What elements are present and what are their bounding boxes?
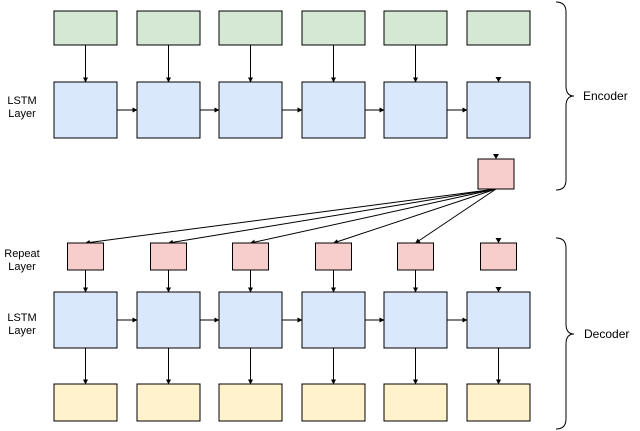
encoder-lstm-cell-2 <box>136 81 201 139</box>
encoder-lstm-cell-3 <box>218 81 283 139</box>
encoder-lstm-cell-4 <box>301 81 366 139</box>
vector-to-repeat-arrow-3 <box>250 188 497 245</box>
encoded-vector-marker <box>493 154 499 159</box>
encoder-brace <box>555 1 575 191</box>
repeat-box-3 <box>232 242 269 271</box>
decoder-lstm-cell-2 <box>136 291 201 349</box>
repeat-label-line1: Repeat <box>4 248 40 260</box>
input-box-4 <box>301 10 366 46</box>
decoder-label: Decoder <box>584 327 630 341</box>
decoder-lstm-label-line2: Layer <box>8 325 36 337</box>
decoder-lstm-cell-3 <box>218 291 283 349</box>
decoder-lstm-cell-6 <box>466 291 531 349</box>
repeat-last-marker <box>495 238 502 243</box>
input-box-3 <box>218 10 283 46</box>
output-box-2 <box>136 383 201 422</box>
decoder-lstm-cell-1 <box>53 291 118 349</box>
decoder-brace <box>555 237 575 430</box>
output-box-6 <box>466 383 531 422</box>
vector-to-repeat-arrow-2 <box>168 188 497 245</box>
repeat-layer-label: Repeat Layer <box>0 248 44 274</box>
input-box-1 <box>53 10 118 46</box>
output-box-5 <box>383 383 448 422</box>
encoder-label: Encoder <box>583 89 628 103</box>
repeat-box-6 <box>480 242 517 271</box>
decoder-lstm-cell-5 <box>383 291 448 349</box>
vector-to-repeat-arrow-4 <box>333 188 497 244</box>
repeat-box-1 <box>67 242 104 271</box>
input-box-5 <box>383 10 448 46</box>
vector-to-repeat-arrow-1 <box>85 188 497 245</box>
input-box-6 <box>466 10 531 46</box>
repeat-box-2 <box>150 242 187 271</box>
encoded-vector-box <box>477 158 515 190</box>
repeat-box-5 <box>397 242 434 271</box>
encoder-lstm-label: LSTM Layer <box>2 95 42 121</box>
output-box-1 <box>53 383 118 422</box>
decoder-lstm-label-line1: LSTM <box>7 312 37 324</box>
decoder-last-input-marker <box>495 287 502 292</box>
decoder-lstm-cell-4 <box>301 291 366 349</box>
vector-to-repeat-arrow-5 <box>415 188 497 244</box>
encoder-lstm-cell-6 <box>466 81 531 139</box>
encoder-lstm-cell-5 <box>383 81 448 139</box>
decoder-lstm-label: LSTM Layer <box>2 312 42 338</box>
output-box-4 <box>301 383 366 422</box>
repeat-label-line2: Layer <box>8 261 36 273</box>
encoder-lstm-label-line2: Layer <box>8 108 36 120</box>
encoder-lstm-label-line1: LSTM <box>7 95 37 107</box>
encoder-lstm-cell-1 <box>53 81 118 139</box>
input-box-2 <box>136 10 201 46</box>
output-box-3 <box>218 383 283 422</box>
repeat-box-4 <box>315 242 352 271</box>
encoder-last-input-marker <box>495 77 502 82</box>
